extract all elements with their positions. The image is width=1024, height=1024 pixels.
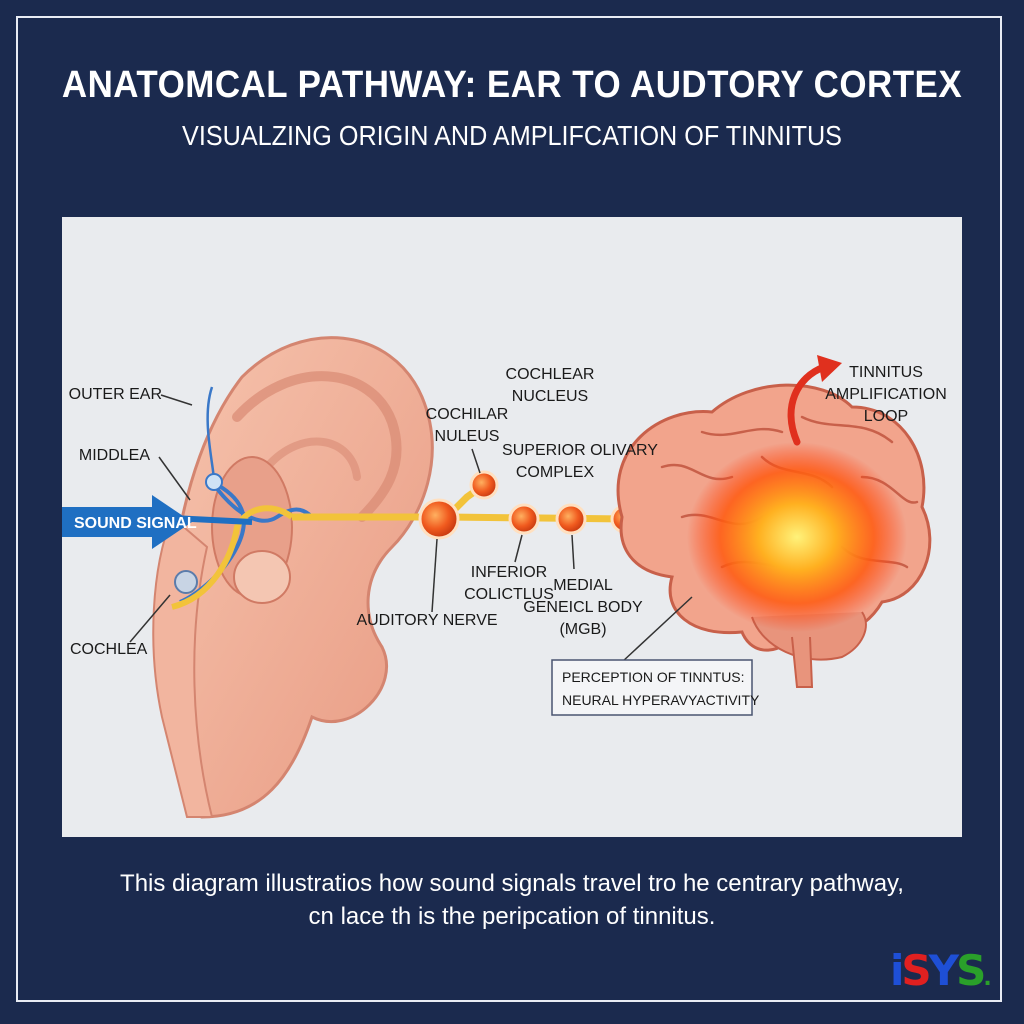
inferior-colliculus-label-line1: INFERIOR: [471, 564, 547, 581]
cochlea-node: [174, 570, 198, 594]
caption-line1: This diagram illustratios how sound sign…: [120, 870, 904, 897]
amplification-arrowhead: [817, 355, 842, 382]
amplification-label-line3: LOOP: [864, 408, 908, 425]
page-subtitle: VISUALZING ORIGIN AND AMPLIFCATION OF TI…: [182, 120, 842, 151]
leader-lines: [129, 394, 693, 663]
logo-part-1: i: [890, 946, 905, 995]
tinnitus-hot-zone: [687, 442, 907, 632]
superior-olivary-label-line2: COMPLEX: [516, 464, 595, 481]
ear-illustration: [152, 336, 434, 819]
amplification-loop-arrow: [787, 363, 828, 446]
logo-part-3: Y: [928, 946, 959, 995]
middle-ear-label: MIDDLEA: [79, 447, 150, 464]
mgb-label-line2: GENEICL BODY: [523, 599, 643, 616]
perception-box-line1: PERCEPTION OF TINNTUS:: [562, 669, 745, 685]
diagram-panel: OUTER EAR MIDDLEA SOUND SIGNAL COCHLEA C…: [62, 217, 962, 837]
cochilar-nuleus-label-line1: COCHILAR: [426, 406, 509, 423]
cochlear-nucleus-node: [469, 470, 499, 500]
outer-ear-label: OUTER EAR: [69, 386, 162, 403]
outer-frame: [16, 16, 1002, 1002]
perception-box-line2: NEURAL HYPERAVYACTIVITY: [562, 692, 760, 708]
cochlea-yellow-path: [171, 505, 294, 610]
outer-ear-leader: [206, 386, 216, 480]
logo-part-5: .: [983, 966, 992, 991]
auditory-nerve-label: AUDITORY NERVE: [356, 612, 497, 629]
logo-part-2: S: [901, 946, 931, 995]
pathway-diagram: OUTER EAR MIDDLEA SOUND SIGNAL COCHLEA C…: [62, 336, 947, 819]
inferior-colliculus-node: [508, 503, 540, 535]
caption-line2: cn lace th is the peripcation of tinnitu…: [308, 903, 716, 930]
logo-part-4: S: [956, 946, 986, 995]
isys-logo: iSYS.: [890, 946, 992, 995]
cochlea-label: COCHLEA: [70, 641, 148, 658]
sound-signal-label: SOUND SIGNAL: [74, 515, 197, 532]
cochlear-nucleus-label-line1: COCHLEAR: [506, 366, 595, 383]
superior-olivary-node: [555, 503, 587, 535]
amplification-label-line2: AMPLIFICATION: [825, 386, 947, 403]
mgb-label-line3: (MGB): [559, 621, 606, 638]
page-title: ANATOMCAL PATHWAY: EAR TO AUDTORY CORTEX: [61, 64, 963, 106]
inner-ear-blue-path-2: [210, 480, 314, 523]
cochlear-nucleus-label-line2: NUCLEUS: [512, 388, 588, 405]
cochilar-nuleus-label-line2: NULEUS: [435, 428, 500, 445]
perception-box: PERCEPTION OF TINNTUS: NEURAL HYPERAVYAC…: [551, 659, 760, 716]
amplification-label-line1: TINNITUS: [849, 364, 923, 381]
superior-olivary-label-line1: SUPERIOR OLIVARY: [502, 442, 658, 459]
inferior-colliculus-label-line2: COLICTLUS: [464, 586, 554, 603]
auditory-nerve-node: [418, 498, 460, 540]
sound-signal-arrow: [62, 495, 253, 549]
brain-illustration: [616, 383, 932, 688]
outer-ear-node: [205, 473, 223, 491]
mgb-label-line1: MEDIAL: [553, 577, 613, 594]
